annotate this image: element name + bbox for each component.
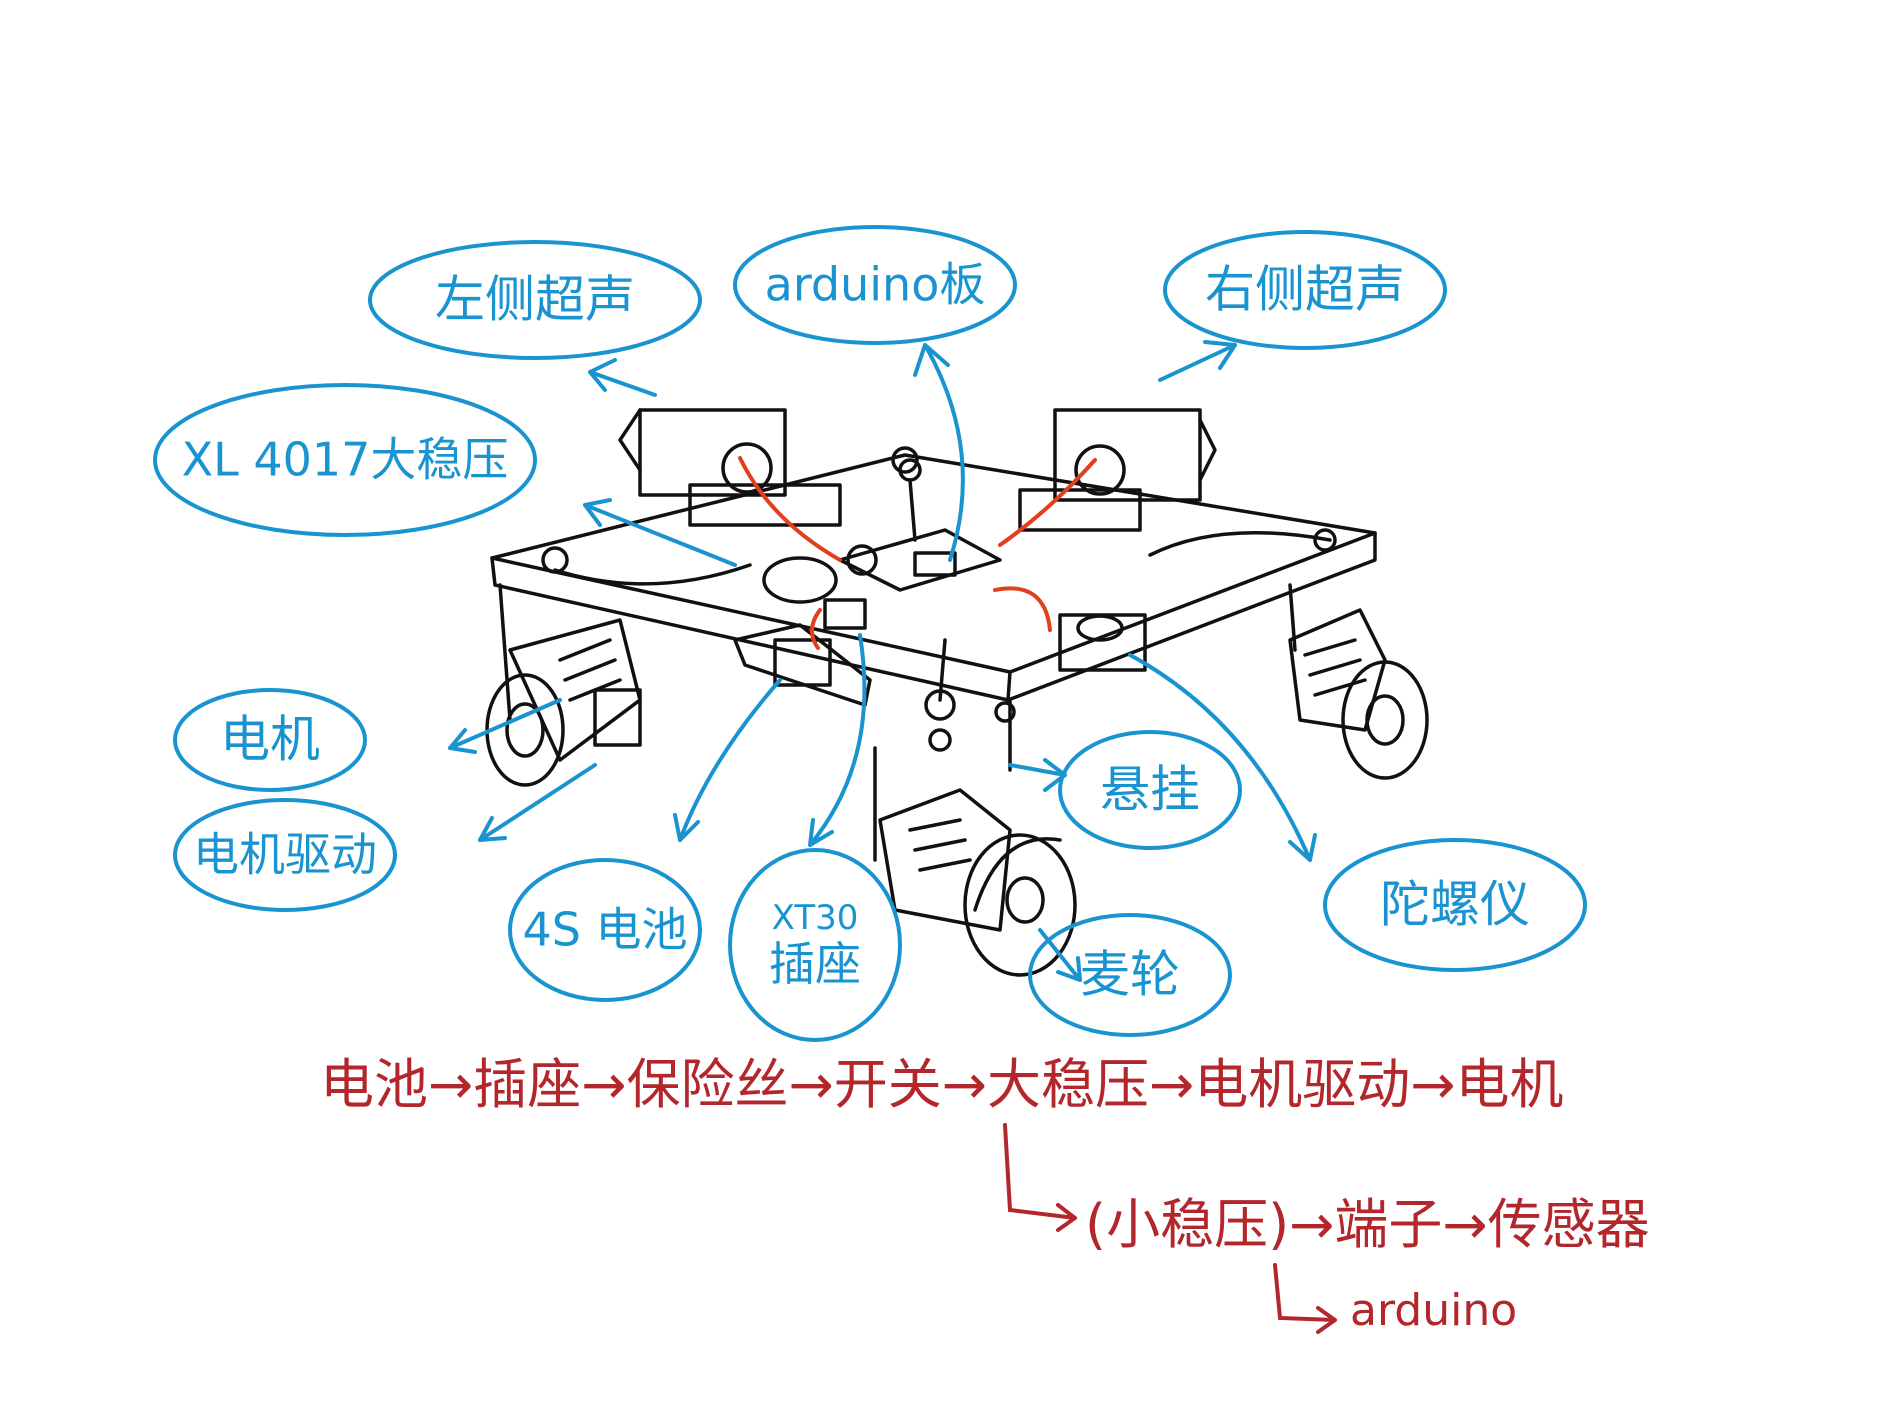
callout-arrows [448, 340, 1317, 982]
label-right-ultrasonic: 右侧超声 [1205, 260, 1405, 319]
label-arduino-board: arduino板 [764, 257, 986, 312]
label-motor-driver: 电机驱动 [193, 827, 377, 882]
ultrasonic-left [618, 408, 842, 527]
label-xl-regulator: XL 4017大稳压 [181, 432, 509, 487]
flow-main-chain: 电池→插座→保险丝→开关→大稳压→电机驱动→电机 [320, 1053, 1564, 1116]
flow-branch-chain: (小稳压)→端子→传感器 [1085, 1193, 1650, 1256]
battery-pack [733, 623, 872, 707]
gyroscope-module [1058, 613, 1147, 672]
label-xt30-line1: XT30 [771, 898, 859, 939]
label-gyroscope: 陀螺仪 [1380, 875, 1530, 934]
label-motor: 电机 [220, 710, 320, 769]
label-mecanum-wheel: 麦轮 [1080, 945, 1180, 1004]
wiring [738, 456, 1097, 650]
label-xt30-line2: 插座 [769, 937, 861, 992]
flow-sub-branch: arduino [1350, 1285, 1518, 1336]
label-battery: 4S 电池 [522, 902, 688, 957]
xt30-socket [823, 598, 867, 630]
wheel-right [1288, 608, 1429, 780]
wheel-front-left [485, 618, 642, 787]
arduino-module [838, 458, 1002, 592]
wheel-front-center [878, 788, 1077, 977]
callout-bubbles [153, 225, 1587, 1042]
label-left-ultrasonic: 左侧超声 [435, 270, 635, 329]
label-suspension: 悬挂 [1100, 760, 1200, 819]
xl-regulator-module [762, 544, 878, 604]
ultrasonic-right [1018, 408, 1217, 532]
flow-connectors [1003, 1123, 1337, 1334]
label-xt30-socket: XT30 插座 [769, 898, 861, 992]
